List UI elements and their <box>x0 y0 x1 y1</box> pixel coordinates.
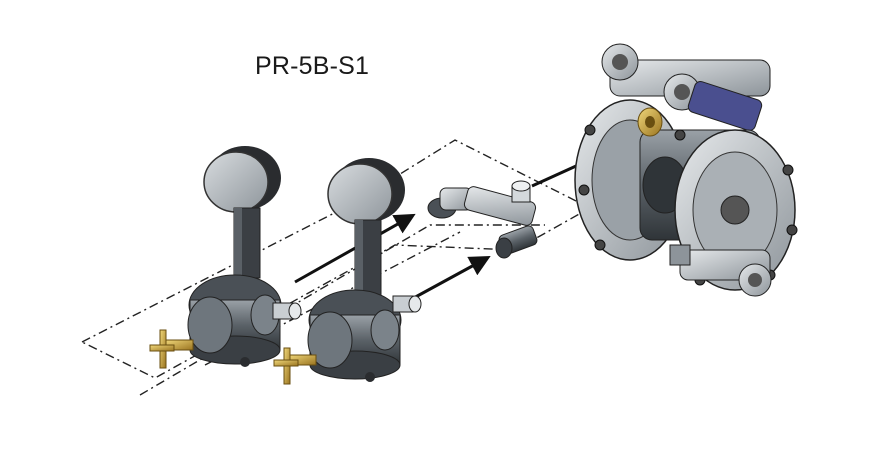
tee-fitting-icon <box>427 180 538 259</box>
pressure-regulator-icon <box>149 146 302 369</box>
pressure-regulator-icon <box>273 158 422 385</box>
air-inlet-fitting-icon <box>637 107 663 137</box>
pressure-gauge-icon <box>203 146 281 279</box>
diaphragm-pump-icon <box>574 43 798 297</box>
pressure-gauge-icon <box>327 158 405 297</box>
diagram-title: PR-5B-S1 <box>255 52 370 80</box>
